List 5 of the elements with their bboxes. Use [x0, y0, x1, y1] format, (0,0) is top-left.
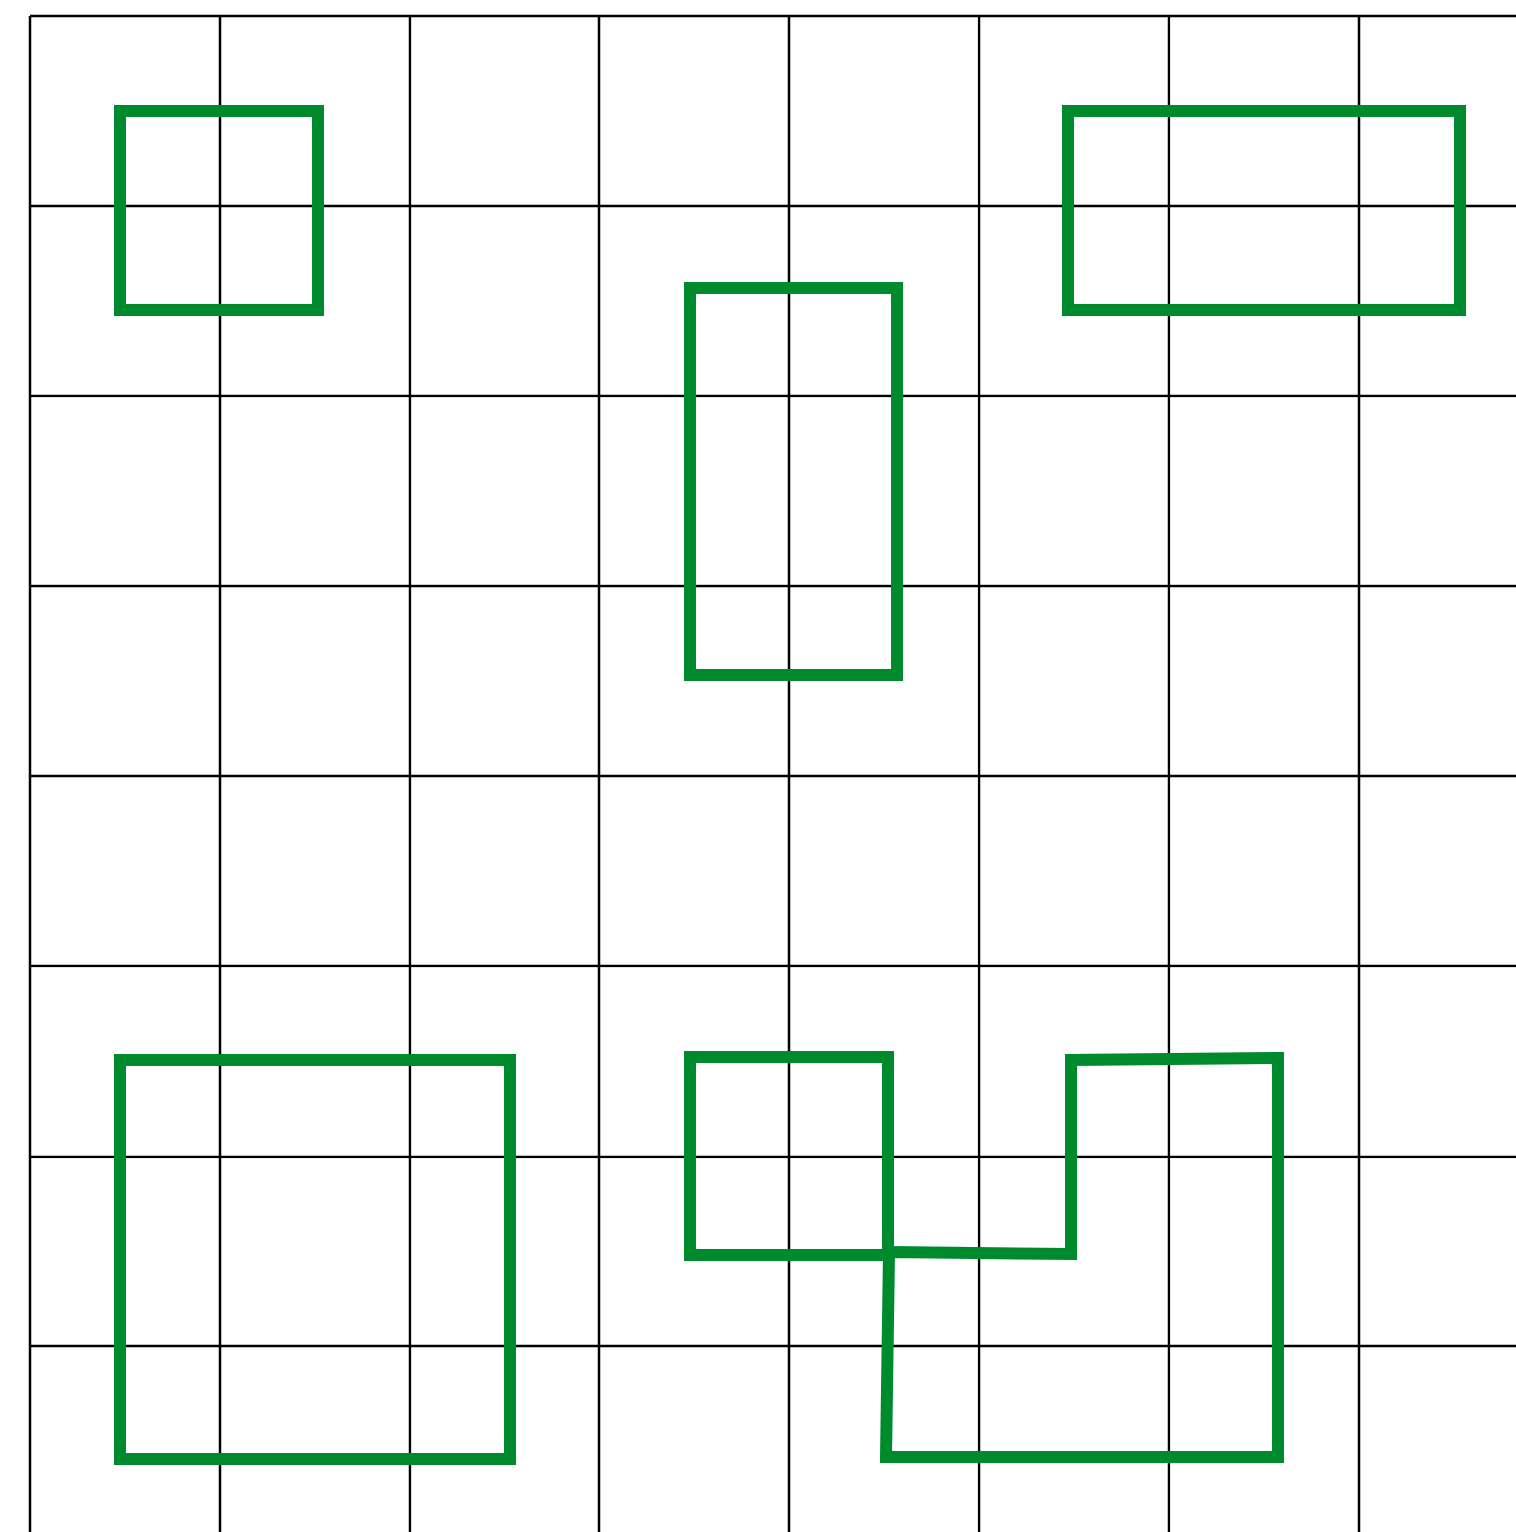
- rectangle-outline: [114, 105, 324, 316]
- rectangle-outline: [684, 1051, 894, 1261]
- rectangle-outline: [114, 1054, 516, 1465]
- rectangle-outline: [684, 282, 903, 681]
- rectangle-outline: [1062, 105, 1466, 316]
